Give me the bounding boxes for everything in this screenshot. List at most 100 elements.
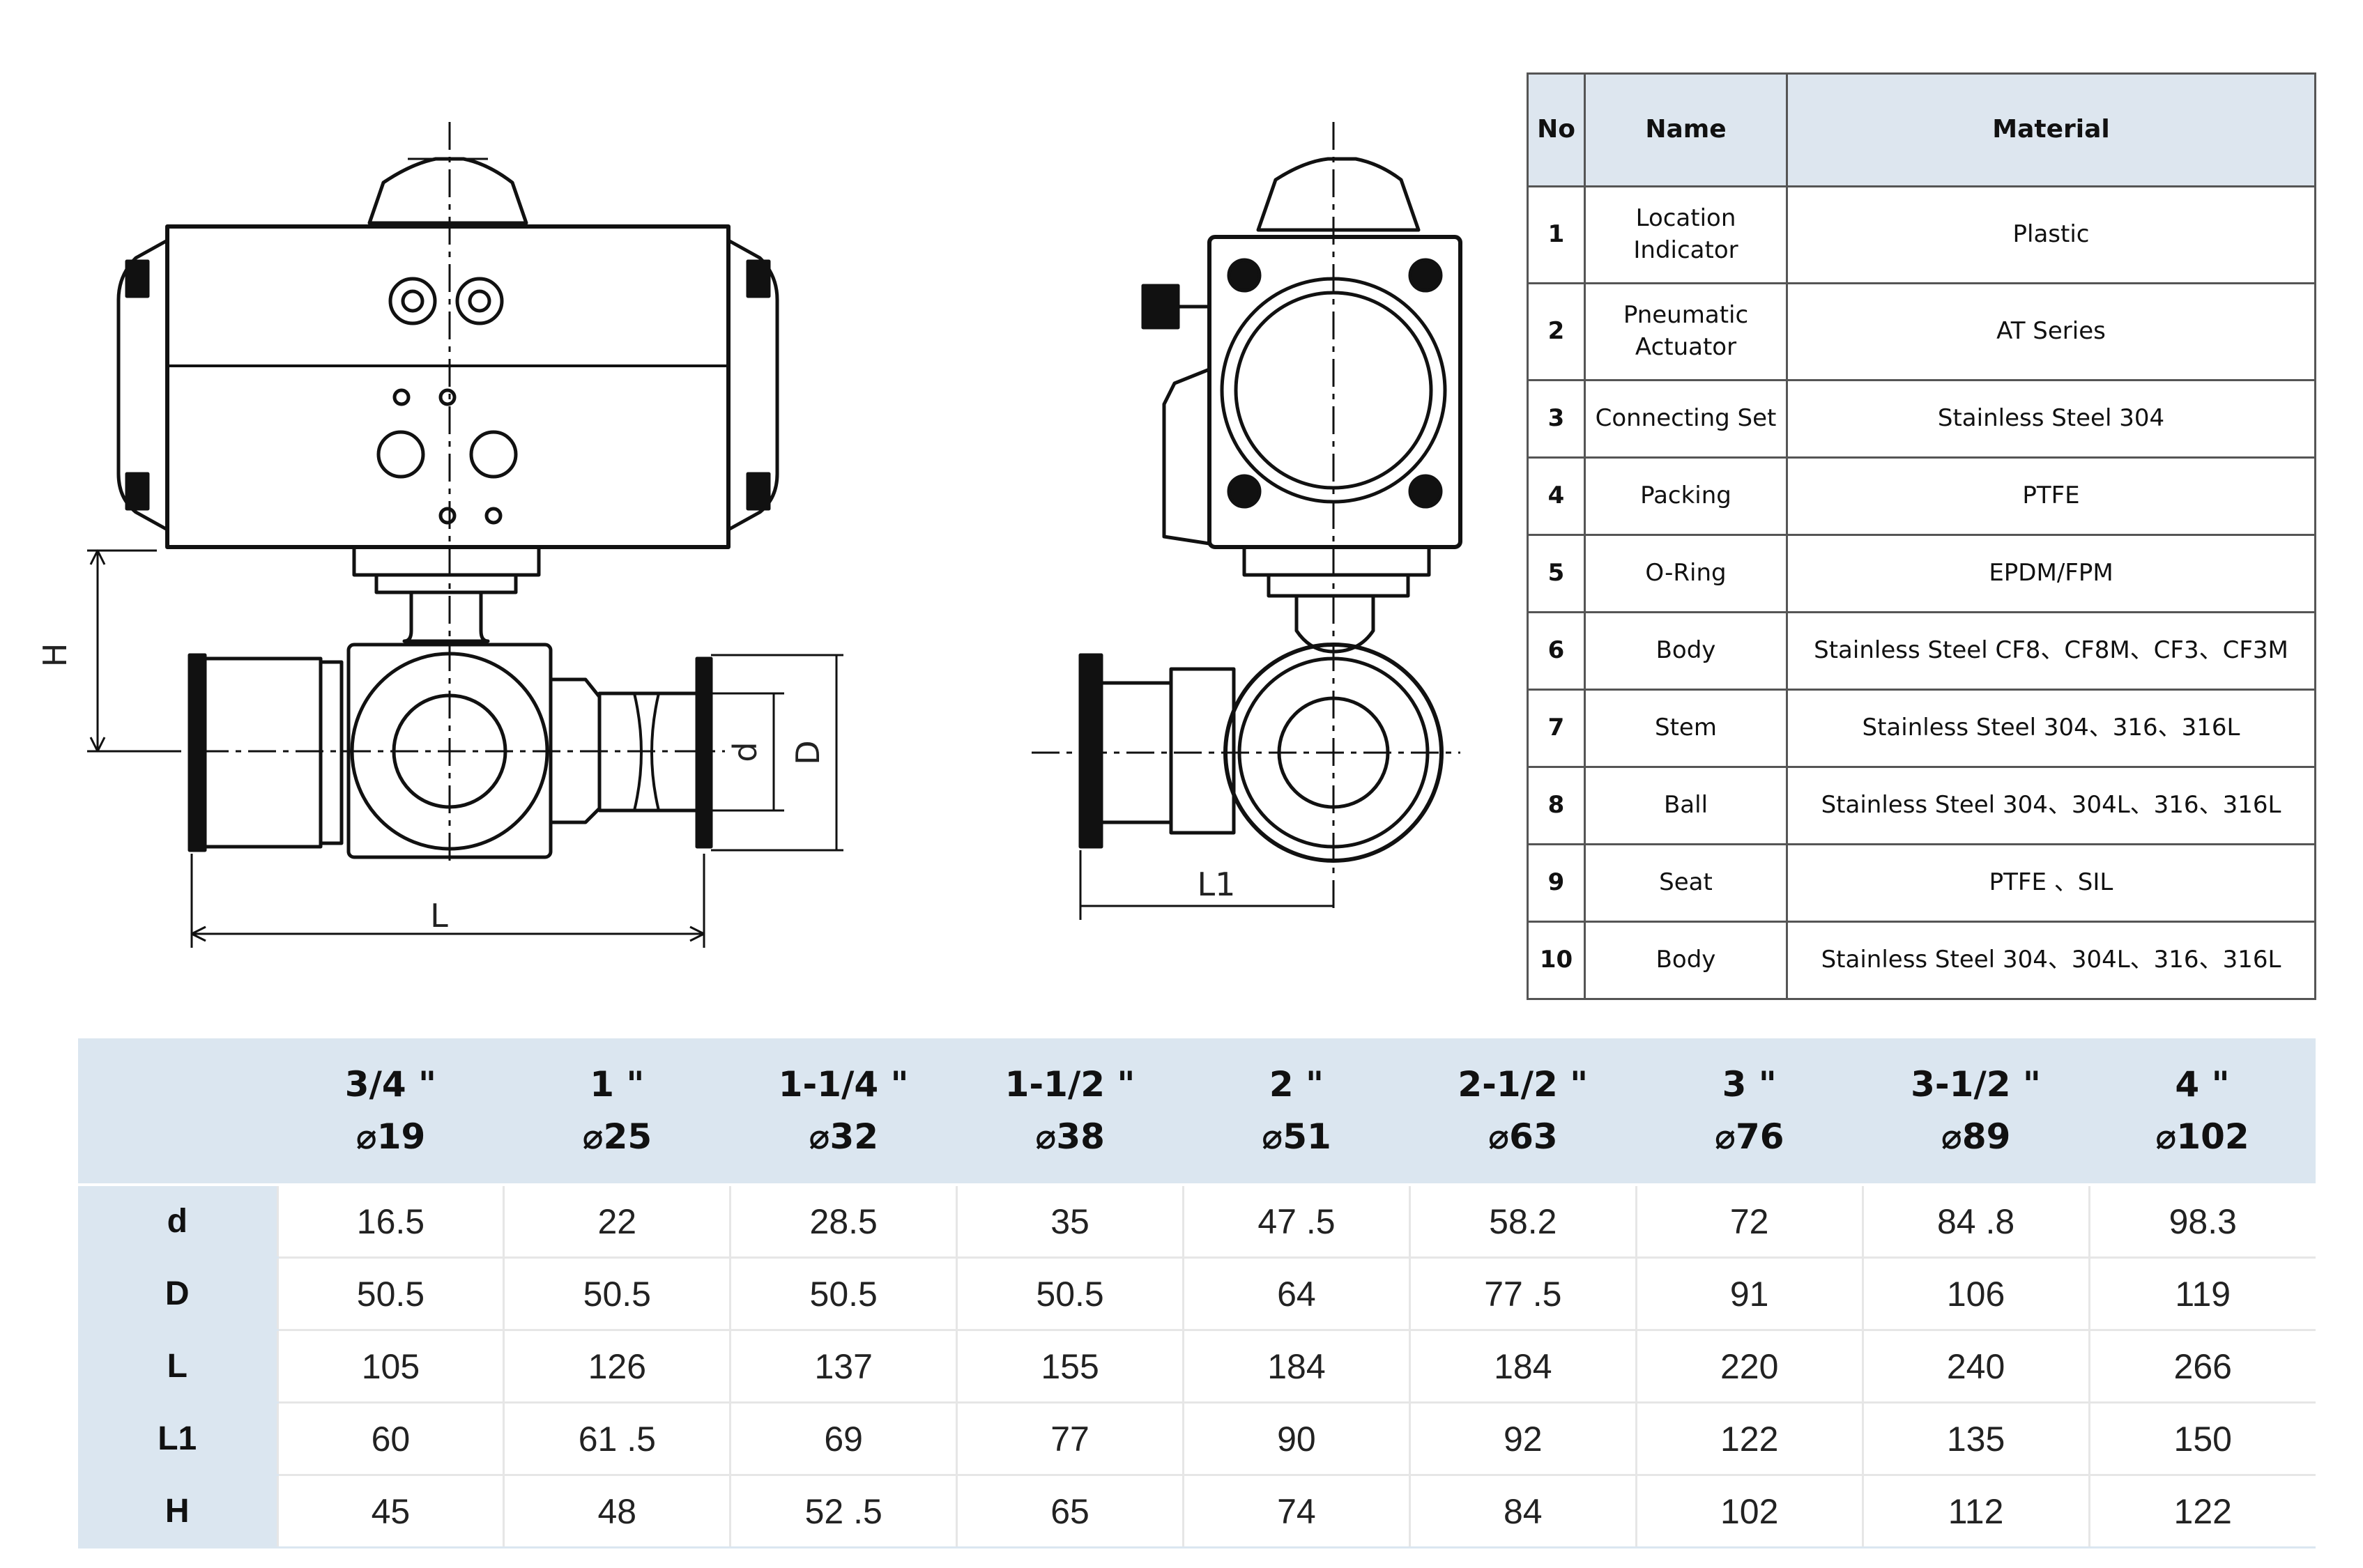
dimension-cell: 69 xyxy=(729,1402,957,1476)
dimension-cell: 50.5 xyxy=(503,1257,731,1331)
row-name: Pneumatic Actuator xyxy=(1584,282,1788,381)
size-header-cell: 1-1/2 "⌀38 xyxy=(956,1038,1184,1186)
dimension-cell: 35 xyxy=(956,1185,1184,1259)
row-name: Location Indicator xyxy=(1584,185,1788,284)
row-no: 3 xyxy=(1527,379,1586,459)
left-weld-ring xyxy=(319,660,344,845)
right-clamp-face xyxy=(695,656,713,849)
left-clamp-face xyxy=(188,653,207,852)
dimension-row-L: L 105 126 137 155 184 184 220 240 266 xyxy=(78,1330,2316,1404)
diameter-label: ⌀19 xyxy=(355,1116,426,1157)
size-header-cell: 1 "⌀25 xyxy=(503,1038,731,1186)
diameter-label: ⌀51 xyxy=(1262,1116,1331,1157)
row-name: Packing xyxy=(1584,456,1788,536)
side-bracket xyxy=(1162,367,1210,546)
material-row: 7 Stem Stainless Steel 304、316、316L xyxy=(1527,689,2316,768)
hole-2 xyxy=(438,388,457,406)
dimension-cell: 184 xyxy=(1182,1330,1410,1404)
side-inlet-nut xyxy=(1169,667,1236,835)
diameter-label: ⌀25 xyxy=(582,1116,652,1157)
dimension-cell: 58.2 xyxy=(1408,1185,1637,1259)
diameter-label: ⌀38 xyxy=(1035,1116,1105,1157)
dimension-cell: 48 xyxy=(503,1475,731,1548)
right-cap-bolt-bottom xyxy=(746,472,771,511)
port-top-left xyxy=(388,277,437,325)
side-mount-bracket xyxy=(1267,573,1410,598)
dimension-cell: 135 xyxy=(1861,1402,2089,1476)
row-material: PTFE xyxy=(1786,456,2316,536)
label-H: H xyxy=(36,643,74,668)
size-header-cell: 2 "⌀51 xyxy=(1183,1038,1410,1186)
l-arrows xyxy=(190,925,705,942)
dimension-cell: 155 xyxy=(956,1330,1184,1404)
row-name: Stem xyxy=(1584,689,1788,768)
location-indicator-shape xyxy=(367,157,528,225)
actuator-body xyxy=(165,224,731,549)
diameter-label: ⌀63 xyxy=(1488,1116,1558,1157)
label-L: L xyxy=(430,897,448,935)
size-label: 3-1/2 " xyxy=(1911,1064,2041,1105)
dimension-cell: 22 xyxy=(503,1185,731,1259)
row-name: Body xyxy=(1584,611,1788,691)
dimension-cell: 240 xyxy=(1861,1330,2089,1404)
size-header-cell: 1-1/4 "⌀32 xyxy=(730,1038,957,1186)
left-cap-bolt-bottom xyxy=(125,472,150,511)
dimension-cell: 77 xyxy=(956,1402,1184,1476)
material-table: No Name Material 1 Location Indicator Pl… xyxy=(1527,72,2316,1000)
side-actuator-ring-inner xyxy=(1234,291,1433,490)
row-material: Stainless Steel 304 xyxy=(1786,379,2316,459)
dimension-cell: 64 xyxy=(1182,1257,1410,1331)
dimension-table: 3/4 "⌀19 1 "⌀25 1-1/4 "⌀32 1-1/2 "⌀38 2 … xyxy=(78,1038,2316,1548)
diameter-label: ⌀89 xyxy=(1941,1116,2011,1157)
row-material: PTFE 、SIL xyxy=(1786,843,2316,923)
side-bolt-br xyxy=(1408,474,1443,509)
row-name: Connecting Set xyxy=(1584,379,1788,459)
row-name: Ball xyxy=(1584,766,1788,845)
diameter-label: ⌀76 xyxy=(1714,1116,1784,1157)
port-top-left-inner xyxy=(401,289,425,313)
dimension-cell: 266 xyxy=(2088,1330,2316,1404)
dimension-cell: 106 xyxy=(1861,1257,2089,1331)
dimension-cell: 112 xyxy=(1861,1475,2089,1548)
header-name: Name xyxy=(1584,72,1788,187)
size-label: 1 " xyxy=(590,1064,645,1105)
dimension-cell: 28.5 xyxy=(729,1185,957,1259)
material-row: 1 Location Indicator Plastic xyxy=(1527,185,2316,284)
label-d: d xyxy=(726,741,764,762)
dimension-cell: 61 .5 xyxy=(503,1402,731,1476)
row-material: Stainless Steel 304、304L、316、316L xyxy=(1786,766,2316,845)
row-material: Stainless Steel 304、316、316L xyxy=(1786,689,2316,768)
row-material: Plastic xyxy=(1786,185,2316,284)
dimension-cell: 84 xyxy=(1408,1475,1637,1548)
row-label: d xyxy=(78,1185,277,1259)
dimension-cell: 126 xyxy=(503,1330,731,1404)
row-no: 8 xyxy=(1527,766,1586,845)
label-L1: L1 xyxy=(1198,866,1236,903)
dimension-cell: 90 xyxy=(1182,1402,1410,1476)
valve-drawing: H d D L L1 xyxy=(0,0,1513,1010)
material-row: 5 O-Ring EPDM/FPM xyxy=(1527,534,2316,613)
dimension-row-L1: L1 60 61 .5 69 77 90 92 122 135 150 xyxy=(78,1402,2316,1476)
side-view xyxy=(1032,122,1462,920)
size-header-cell: 2-1/2 "⌀63 xyxy=(1409,1038,1637,1186)
side-location-indicator xyxy=(1256,157,1421,232)
material-row: 6 Body Stainless Steel CF8、CF8M、CF3、CF3M xyxy=(1527,611,2316,691)
port-top-right-inner xyxy=(468,289,491,313)
hole-1 xyxy=(392,388,411,406)
material-row: 2 Pneumatic Actuator AT Series xyxy=(1527,282,2316,381)
row-no: 5 xyxy=(1527,534,1586,613)
dimension-cell: 137 xyxy=(729,1330,957,1404)
dimension-cell: 220 xyxy=(1635,1330,1863,1404)
row-no: 9 xyxy=(1527,843,1586,923)
hole-3 xyxy=(438,507,457,525)
left-cap-bolt-top xyxy=(125,259,150,298)
dimension-cell: 60 xyxy=(276,1402,504,1476)
dimension-cell: 50.5 xyxy=(729,1257,957,1331)
dimension-cell: 122 xyxy=(1635,1402,1863,1476)
port-bottom-left xyxy=(376,430,425,479)
row-label: D xyxy=(78,1257,277,1331)
valve-drawing-svg: H d D L L1 xyxy=(36,122,1462,948)
dimension-row-D: D 50.5 50.5 50.5 50.5 64 77 .5 91 106 11… xyxy=(78,1257,2316,1331)
dimension-cell: 72 xyxy=(1635,1185,1863,1259)
row-no: 10 xyxy=(1527,921,1586,1000)
